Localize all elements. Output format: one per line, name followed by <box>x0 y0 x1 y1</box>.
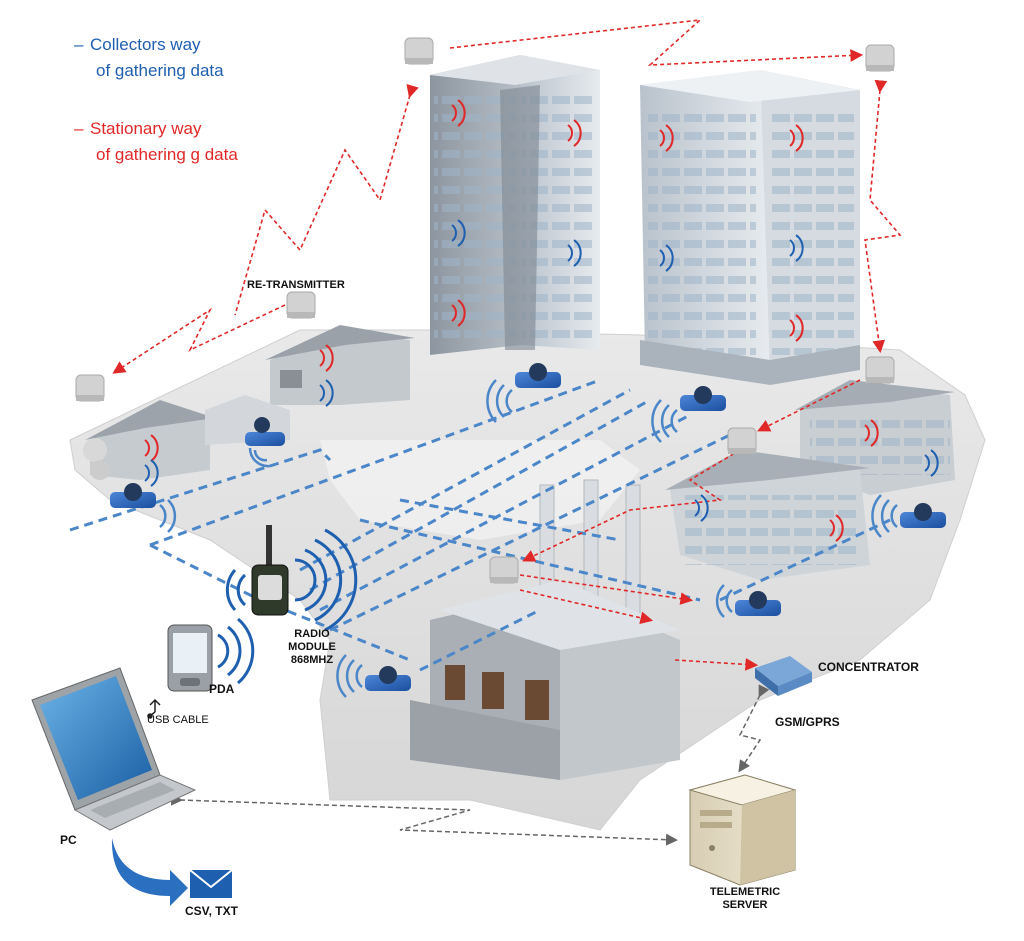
water-meter-icon <box>900 503 946 528</box>
tower-building-right <box>640 70 860 385</box>
legend-stationary: –Stationary way of gathering g data <box>74 116 238 168</box>
radio-module-label-line2: MODULE <box>288 641 336 653</box>
water-meter-icon <box>735 591 781 616</box>
usb-icon <box>147 698 161 719</box>
retransmitter-box-icon <box>489 556 519 584</box>
pda-device <box>167 617 255 692</box>
legend-stationary-line1: Stationary way <box>90 119 202 138</box>
factory <box>410 479 680 780</box>
retransmitter-box-icon <box>75 374 105 402</box>
legend-dash: – <box>74 119 84 138</box>
radio-module-label-line3: 868MHZ <box>290 654 334 666</box>
export-arrow-icon <box>111 838 188 906</box>
retransmitter-box-icon <box>404 37 434 65</box>
telemetric-server-label-line2: SERVER <box>722 899 768 911</box>
legend-collectors: –Collectors way of gathering data <box>74 32 224 84</box>
telemetric-server-label-line1: TELEMETRIC <box>709 886 781 898</box>
retransmitter-label: RE-TRANSMITTER <box>247 279 345 291</box>
pc-label: PC <box>60 833 77 847</box>
water-meter-icon <box>245 417 285 446</box>
telemetric-server <box>688 774 797 886</box>
retransmitter-box-icon <box>865 356 895 384</box>
retransmitter-boxes <box>75 37 895 584</box>
legend-collectors-line1: Collectors way <box>90 35 201 54</box>
stationary-paths <box>112 18 902 671</box>
pda-label: PDA <box>209 682 235 696</box>
radio-module-label: RADIO MODULE 868MHZ <box>282 628 342 667</box>
retransmitter-box-icon <box>286 291 316 319</box>
water-meter-icon <box>365 666 411 691</box>
concentrator-device <box>755 656 812 696</box>
water-meter-icon <box>110 483 156 508</box>
telemetric-server-label: TELEMETRIC SERVER <box>700 886 790 912</box>
water-meter-icon <box>680 386 726 411</box>
water-meter-icon <box>515 363 561 388</box>
retransmitter-box-icon <box>865 44 895 72</box>
laptop-pc <box>31 667 197 831</box>
apartment-block-front <box>665 450 870 580</box>
csv-txt-label: CSV, TXT <box>185 904 238 918</box>
ground-inner <box>320 440 640 540</box>
radio-module-device <box>225 525 358 632</box>
concentrator-label: CONCENTRATOR <box>818 660 919 674</box>
collectors-paths <box>69 378 891 672</box>
water-meters <box>110 363 946 691</box>
building-meters <box>144 99 939 542</box>
legend-stationary-line2: of gathering g data <box>96 145 238 164</box>
legend-dash: – <box>74 35 84 54</box>
legend-collectors-line2: of gathering data <box>96 61 224 80</box>
retransmitter-box-icon <box>727 427 757 455</box>
radio-module-label-line1: RADIO <box>294 628 330 640</box>
server-links <box>170 684 770 846</box>
meter-radio-waves <box>159 379 898 698</box>
envelope-icon <box>189 869 233 898</box>
usb-cable-label: USB CABLE <box>147 714 209 726</box>
gsm-gprs-label: GSM/GPRS <box>775 715 840 729</box>
